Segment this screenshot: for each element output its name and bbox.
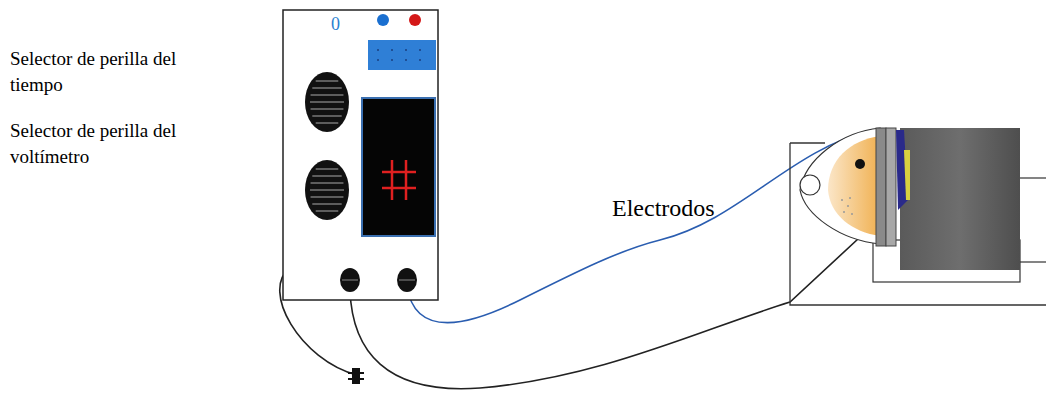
tube-line — [1020, 177, 1046, 178]
socket — [399, 280, 415, 281]
blue-wire — [407, 130, 872, 323]
knob-stripe — [316, 81, 339, 82]
knob-stripe — [316, 211, 339, 212]
knob-stripe — [311, 183, 344, 184]
knob-label: Selector de perilla del tiempo — [10, 46, 210, 97]
power-plug — [348, 372, 364, 374]
fish-head — [800, 128, 880, 244]
power-off-mark: 0 — [331, 12, 340, 36]
knob-stripe — [316, 123, 339, 124]
fish-tube — [900, 128, 1020, 270]
knob-stripe — [310, 102, 344, 103]
oscilloscope-screen — [362, 98, 435, 236]
screen-symbol — [382, 160, 416, 200]
fish-eye — [855, 159, 865, 169]
holder-frame — [790, 142, 825, 143]
socket — [342, 280, 358, 281]
knob-stripe — [311, 109, 344, 110]
knob-stripe — [312, 116, 341, 117]
socket — [340, 268, 360, 292]
display-panel — [368, 40, 436, 70]
knob-stripe — [312, 88, 341, 89]
knob-stripe — [311, 197, 344, 198]
time-knob — [305, 72, 349, 132]
power-plug — [352, 368, 360, 384]
fish-body-sliver — [904, 150, 910, 200]
indicator-light — [409, 14, 421, 26]
knob-stripe — [312, 176, 341, 177]
fish-mouth — [800, 175, 820, 195]
power-plug — [348, 378, 364, 380]
electrode-disc — [886, 128, 896, 246]
electrode-disc — [876, 128, 886, 246]
display-dots — [377, 49, 421, 61]
voltmeter-knob — [305, 160, 349, 220]
indicator-light — [377, 14, 389, 26]
stimulator-box — [283, 10, 438, 300]
knob-stripe — [312, 204, 341, 205]
knob-label: Selector de perilla del voltímetro — [10, 118, 210, 169]
tube-line — [1020, 261, 1046, 262]
socket — [397, 268, 417, 292]
electrodes-label: Electrodos — [612, 192, 715, 224]
fish-face — [828, 136, 880, 236]
knob-stripe — [310, 190, 344, 191]
knob-stripe — [316, 169, 339, 170]
knob-stripe — [311, 95, 344, 96]
fish-gill-dots — [841, 197, 853, 215]
